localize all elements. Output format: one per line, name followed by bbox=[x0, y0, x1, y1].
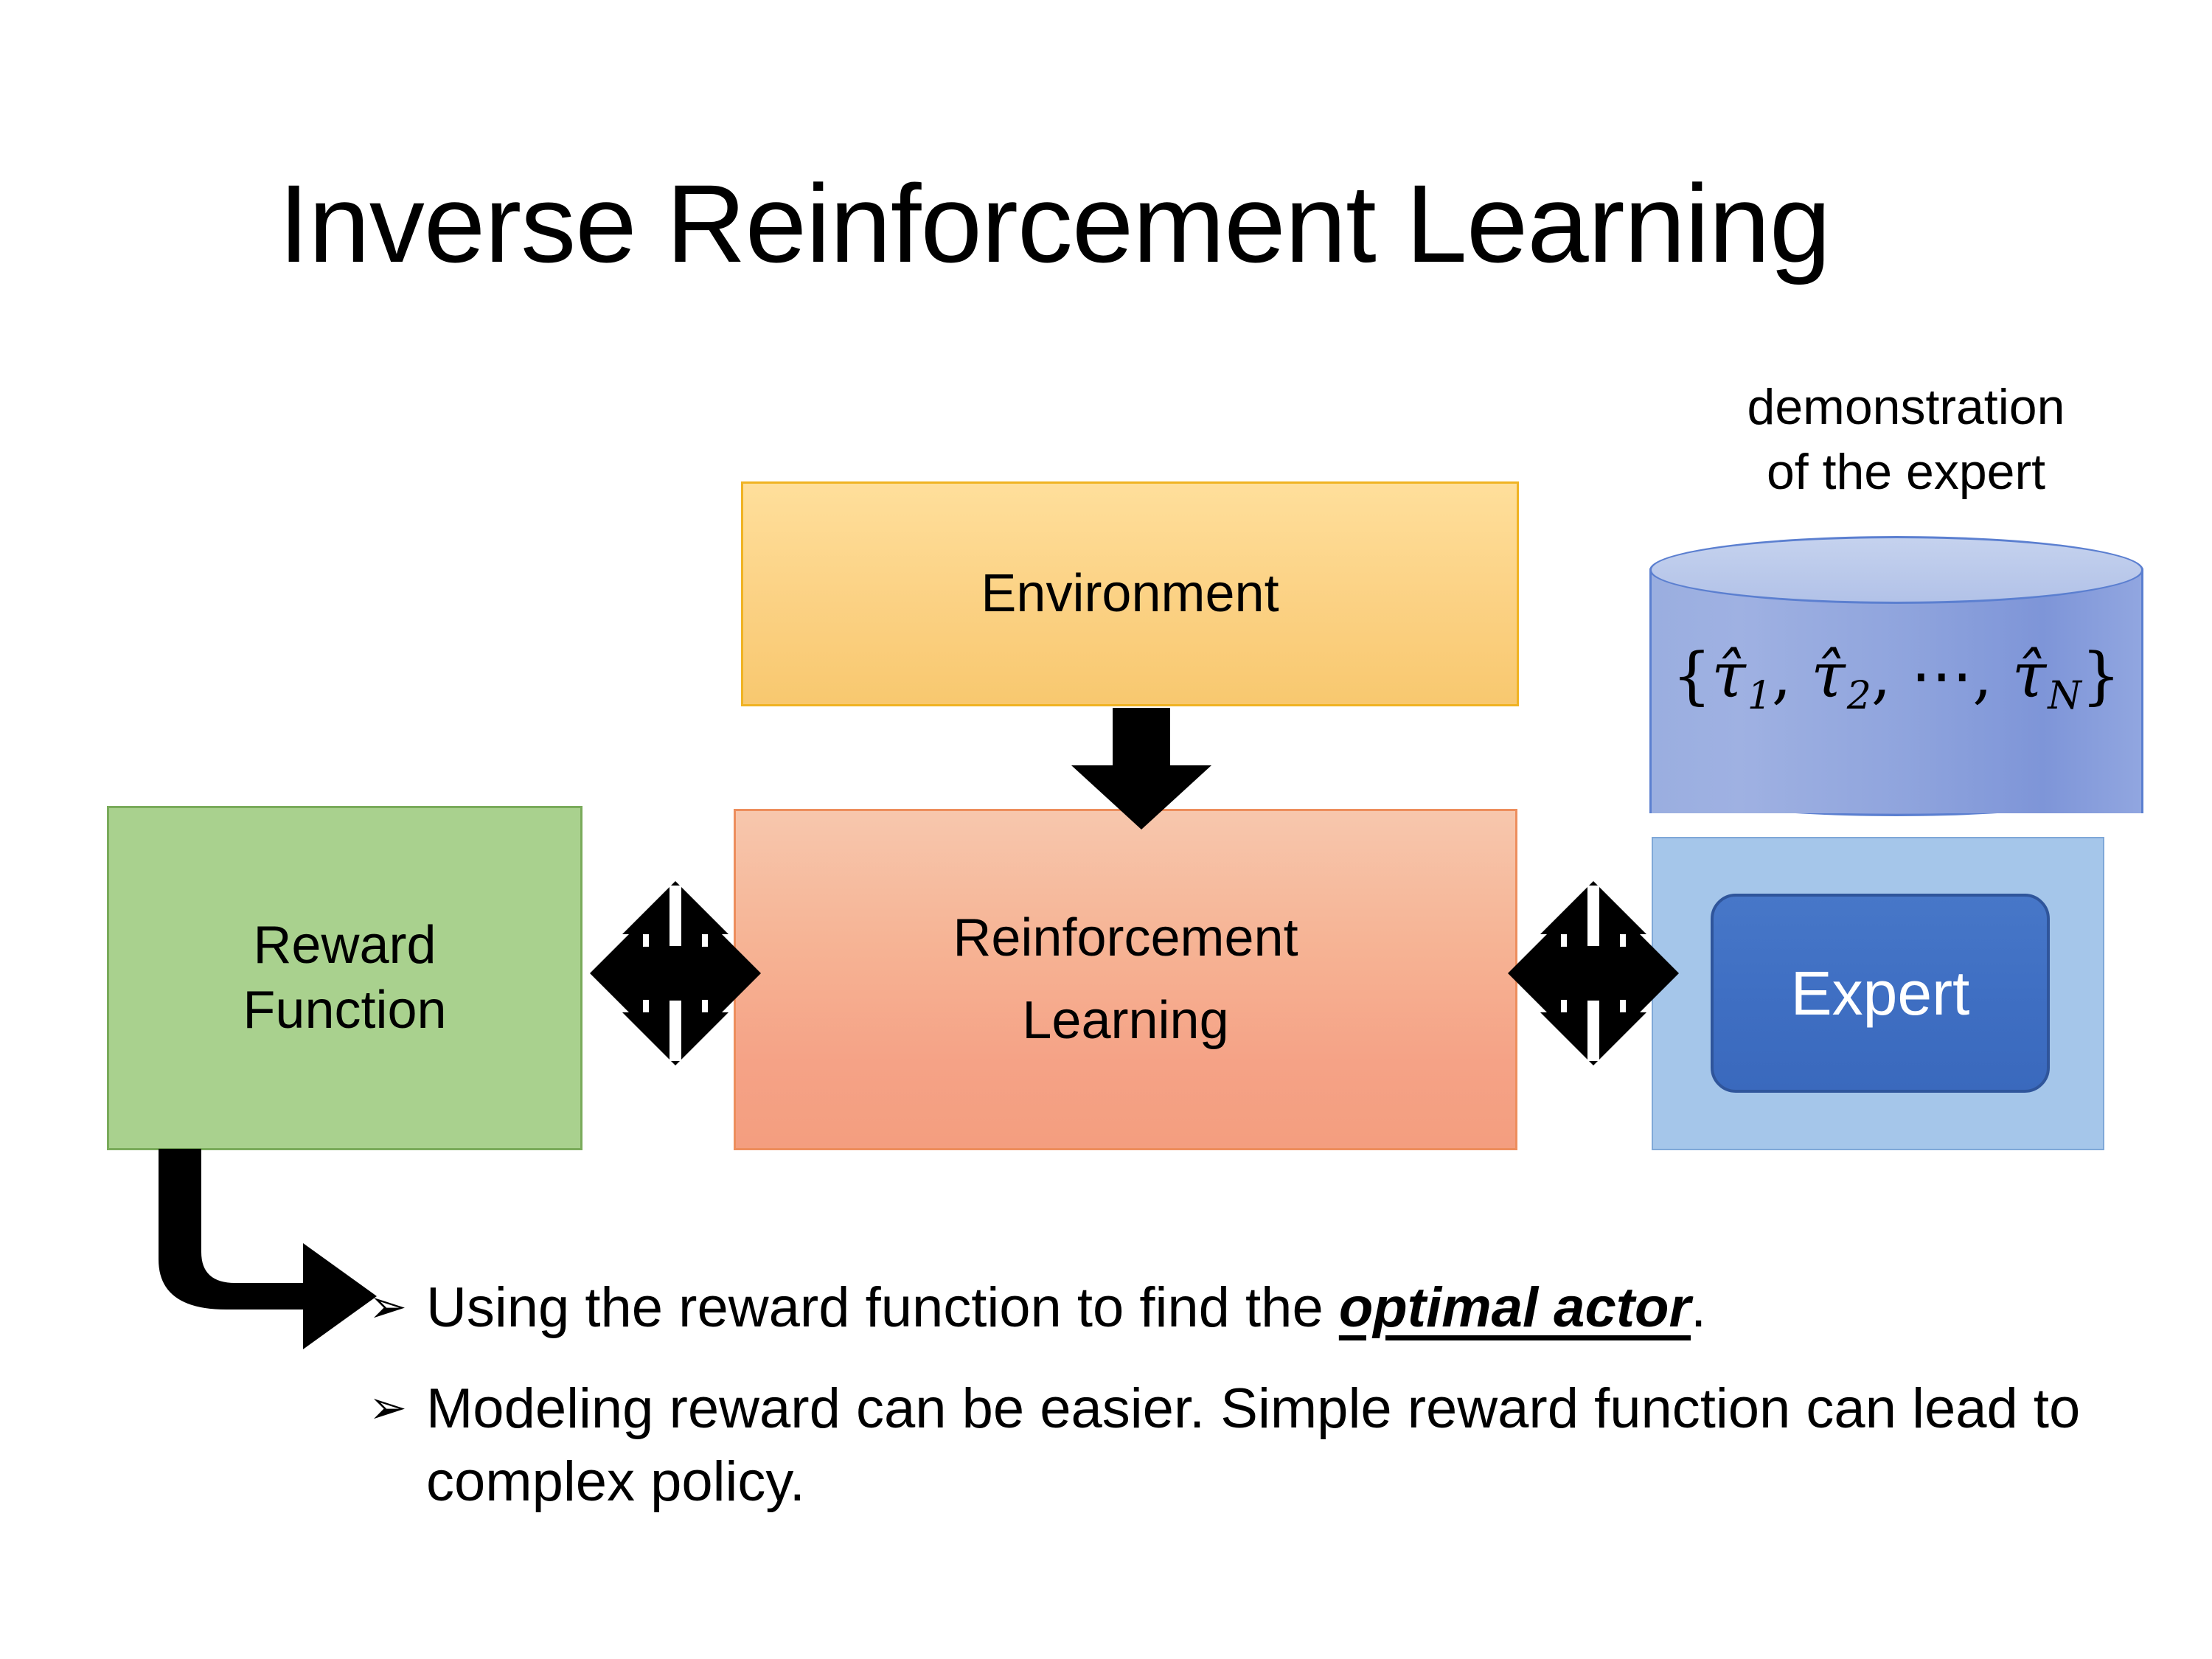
formula-separator-3: , bbox=[1972, 639, 2012, 712]
bullet-text-after: . bbox=[1691, 1276, 1707, 1339]
formula-tau-1-subscript: 1 bbox=[1747, 673, 1772, 718]
reward-function-label-line1: Reward bbox=[253, 915, 437, 975]
reward-function-label-line2: Function bbox=[243, 980, 447, 1040]
demonstration-caption-line2: of the expert bbox=[1766, 444, 2046, 501]
bullet-text-before: Using the reward function to find the bbox=[426, 1276, 1339, 1339]
reinforcement-learning-label-line2: Learning bbox=[1022, 990, 1229, 1050]
expert-node: Expert bbox=[1711, 894, 2050, 1093]
formula-tau-n: τ̂ bbox=[2011, 639, 2047, 712]
environment-node: Environment bbox=[741, 481, 1519, 706]
environment-to-rl-arrow-icon bbox=[1071, 708, 1211, 830]
formula-tau-2: τ̂ bbox=[1811, 639, 1846, 712]
formula-tau-1: τ̂ bbox=[1711, 639, 1746, 712]
rl-to-expert-four-way-arrow-icon bbox=[1508, 881, 1679, 1065]
list-item: ➢ Using the reward function to find the … bbox=[369, 1272, 2087, 1345]
demonstration-cylinder: {τ̂1, τ̂2, ⋯, τ̂N} bbox=[1649, 536, 2143, 846]
formula-open-brace: { bbox=[1672, 639, 1712, 712]
formula-close-brace: } bbox=[2081, 639, 2121, 712]
bullet-marker-icon: ➢ bbox=[369, 1279, 407, 1333]
bullet-emphasis: optimal actor bbox=[1338, 1276, 1691, 1339]
formula-separator-2: , bbox=[1871, 639, 1911, 712]
reinforcement-learning-label: Reinforcement Learning bbox=[953, 897, 1298, 1062]
formula-separator-1: , bbox=[1771, 639, 1812, 712]
reward-function-node: Reward Function bbox=[107, 806, 582, 1150]
cylinder-top-ellipse bbox=[1649, 536, 2143, 604]
reinforcement-learning-label-line1: Reinforcement bbox=[953, 908, 1298, 967]
demonstration-caption: demonstration of the expert bbox=[1641, 375, 2171, 505]
formula-tau-2-subscript: 2 bbox=[1846, 673, 1871, 718]
environment-label: Environment bbox=[981, 563, 1279, 623]
bullet-marker-icon: ➢ bbox=[369, 1380, 407, 1434]
bullet-list: ➢ Using the reward function to find the … bbox=[369, 1272, 2087, 1546]
reward-to-rl-four-way-arrow-icon bbox=[590, 881, 761, 1065]
bullet-text: Using the reward function to find the op… bbox=[426, 1272, 2087, 1345]
cylinder-body bbox=[1649, 568, 2143, 813]
reward-to-bullets-elbow-arrow-icon bbox=[159, 1149, 377, 1349]
formula-tau-n-subscript: N bbox=[2048, 673, 2081, 718]
page-title: Inverse Reinforcement Learning bbox=[278, 161, 1832, 285]
formula-ellipsis: ⋯ bbox=[1910, 639, 1973, 712]
reinforcement-learning-node: Reinforcement Learning bbox=[734, 809, 1517, 1150]
trajectory-set-formula: {τ̂1, τ̂2, ⋯, τ̂N} bbox=[1649, 639, 2143, 718]
reward-function-label: Reward Function bbox=[243, 914, 446, 1043]
bullet-text-before: Modeling reward can be easier. Simple re… bbox=[426, 1377, 2081, 1513]
demonstration-caption-line1: demonstration bbox=[1747, 379, 2065, 435]
bullet-text: Modeling reward can be easier. Simple re… bbox=[426, 1373, 2087, 1519]
list-item: ➢ Modeling reward can be easier. Simple … bbox=[369, 1373, 2087, 1519]
expert-label: Expert bbox=[1790, 958, 1970, 1028]
